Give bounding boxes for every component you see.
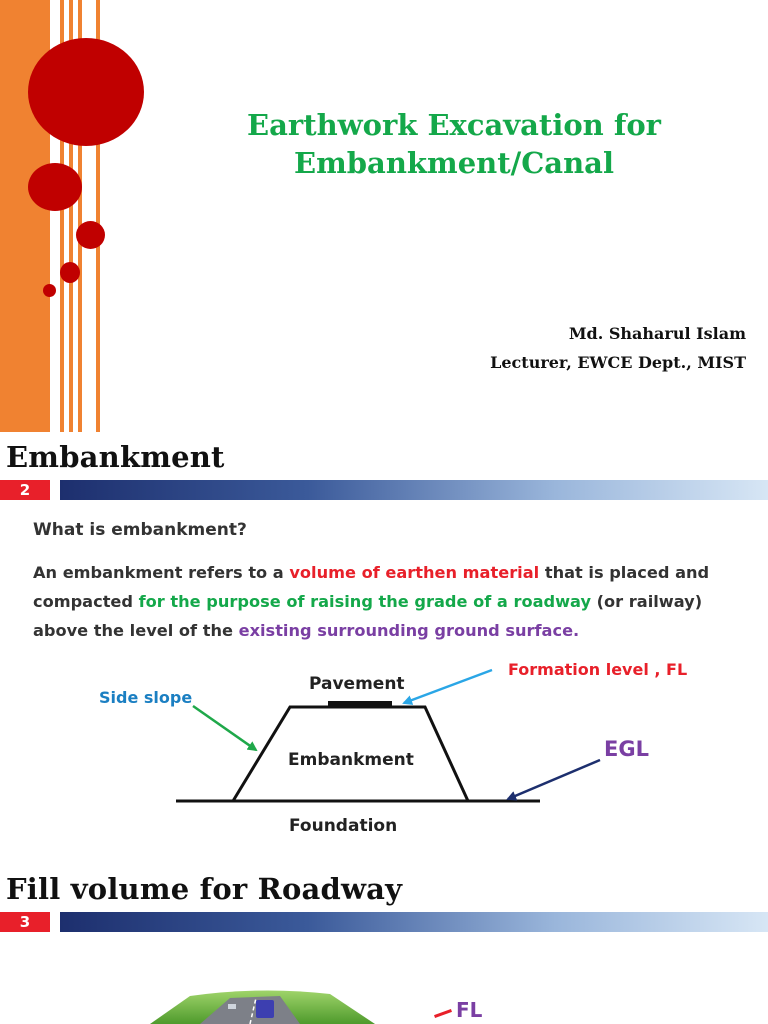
formation-level-arrow (402, 668, 493, 705)
decor-circle-tiny (43, 284, 56, 297)
decor-circle-smaller (60, 262, 80, 283)
slide-title: Embankment (6, 440, 225, 474)
question-heading: What is embankment? (33, 520, 247, 540)
side-slope-arrow (192, 704, 258, 752)
highlight-earthen-material: volume of earthen material (289, 563, 540, 582)
formation-level-label: Formation level , FL (508, 660, 688, 679)
decor-line (60, 0, 64, 432)
decor-line (69, 0, 73, 432)
side-slope-label: Side slope (99, 688, 193, 707)
decor-circle-large (28, 38, 144, 146)
slide-number: 2 (0, 480, 50, 500)
author-name: Md. Shaharul Islam (568, 324, 746, 343)
embankment-label: Embankment (288, 750, 414, 770)
definition-paragraph: An embankment refers to a volume of eart… (33, 558, 743, 645)
slide-title: Fill volume for Roadway (6, 872, 403, 906)
roadway-illustration (150, 990, 375, 1024)
slide-number: 3 (0, 912, 50, 932)
fl-label: FL (456, 998, 483, 1022)
highlight-ground-surface: existing surrounding ground surface. (238, 621, 580, 640)
pavement-label: Pavement (309, 674, 405, 694)
fl-pointer (434, 1009, 452, 1018)
decor-circle-medium (28, 163, 82, 211)
title-line-2: Embankment/Canal (293, 146, 614, 180)
embankment-diagram (176, 668, 601, 803)
presentation-title: Earthwork Excavation for Embankment/Cana… (150, 106, 758, 182)
foundation-label: Foundation (289, 816, 398, 836)
egl-label: EGL (604, 737, 649, 761)
highlight-purpose: for the purpose of raising the grade of … (138, 592, 592, 611)
title-slide: Earthwork Excavation for Embankment/Cana… (0, 0, 768, 432)
car-icon (228, 1004, 236, 1009)
egl-arrow (506, 758, 601, 801)
author-role: Lecturer, EWCE Dept., MIST (490, 353, 746, 372)
embankment-slide: Embankment 2 (0, 432, 768, 864)
para-text: (or railway) above the level of the (33, 592, 703, 640)
pavement-block (328, 701, 392, 707)
header-gradient-bar (60, 480, 768, 500)
decor-circle-small (76, 221, 105, 249)
decor-line (96, 0, 100, 432)
header-gradient-bar (60, 912, 768, 932)
fill-volume-slide: Fill volume for Roadway 3 FL (0, 864, 768, 1024)
title-line-1: Earthwork Excavation for (247, 108, 661, 142)
para-text: that is placed and compacted (33, 563, 710, 611)
para-text: An embankment refers to a (33, 563, 290, 582)
decor-line (78, 0, 82, 432)
truck-icon (256, 1000, 274, 1018)
